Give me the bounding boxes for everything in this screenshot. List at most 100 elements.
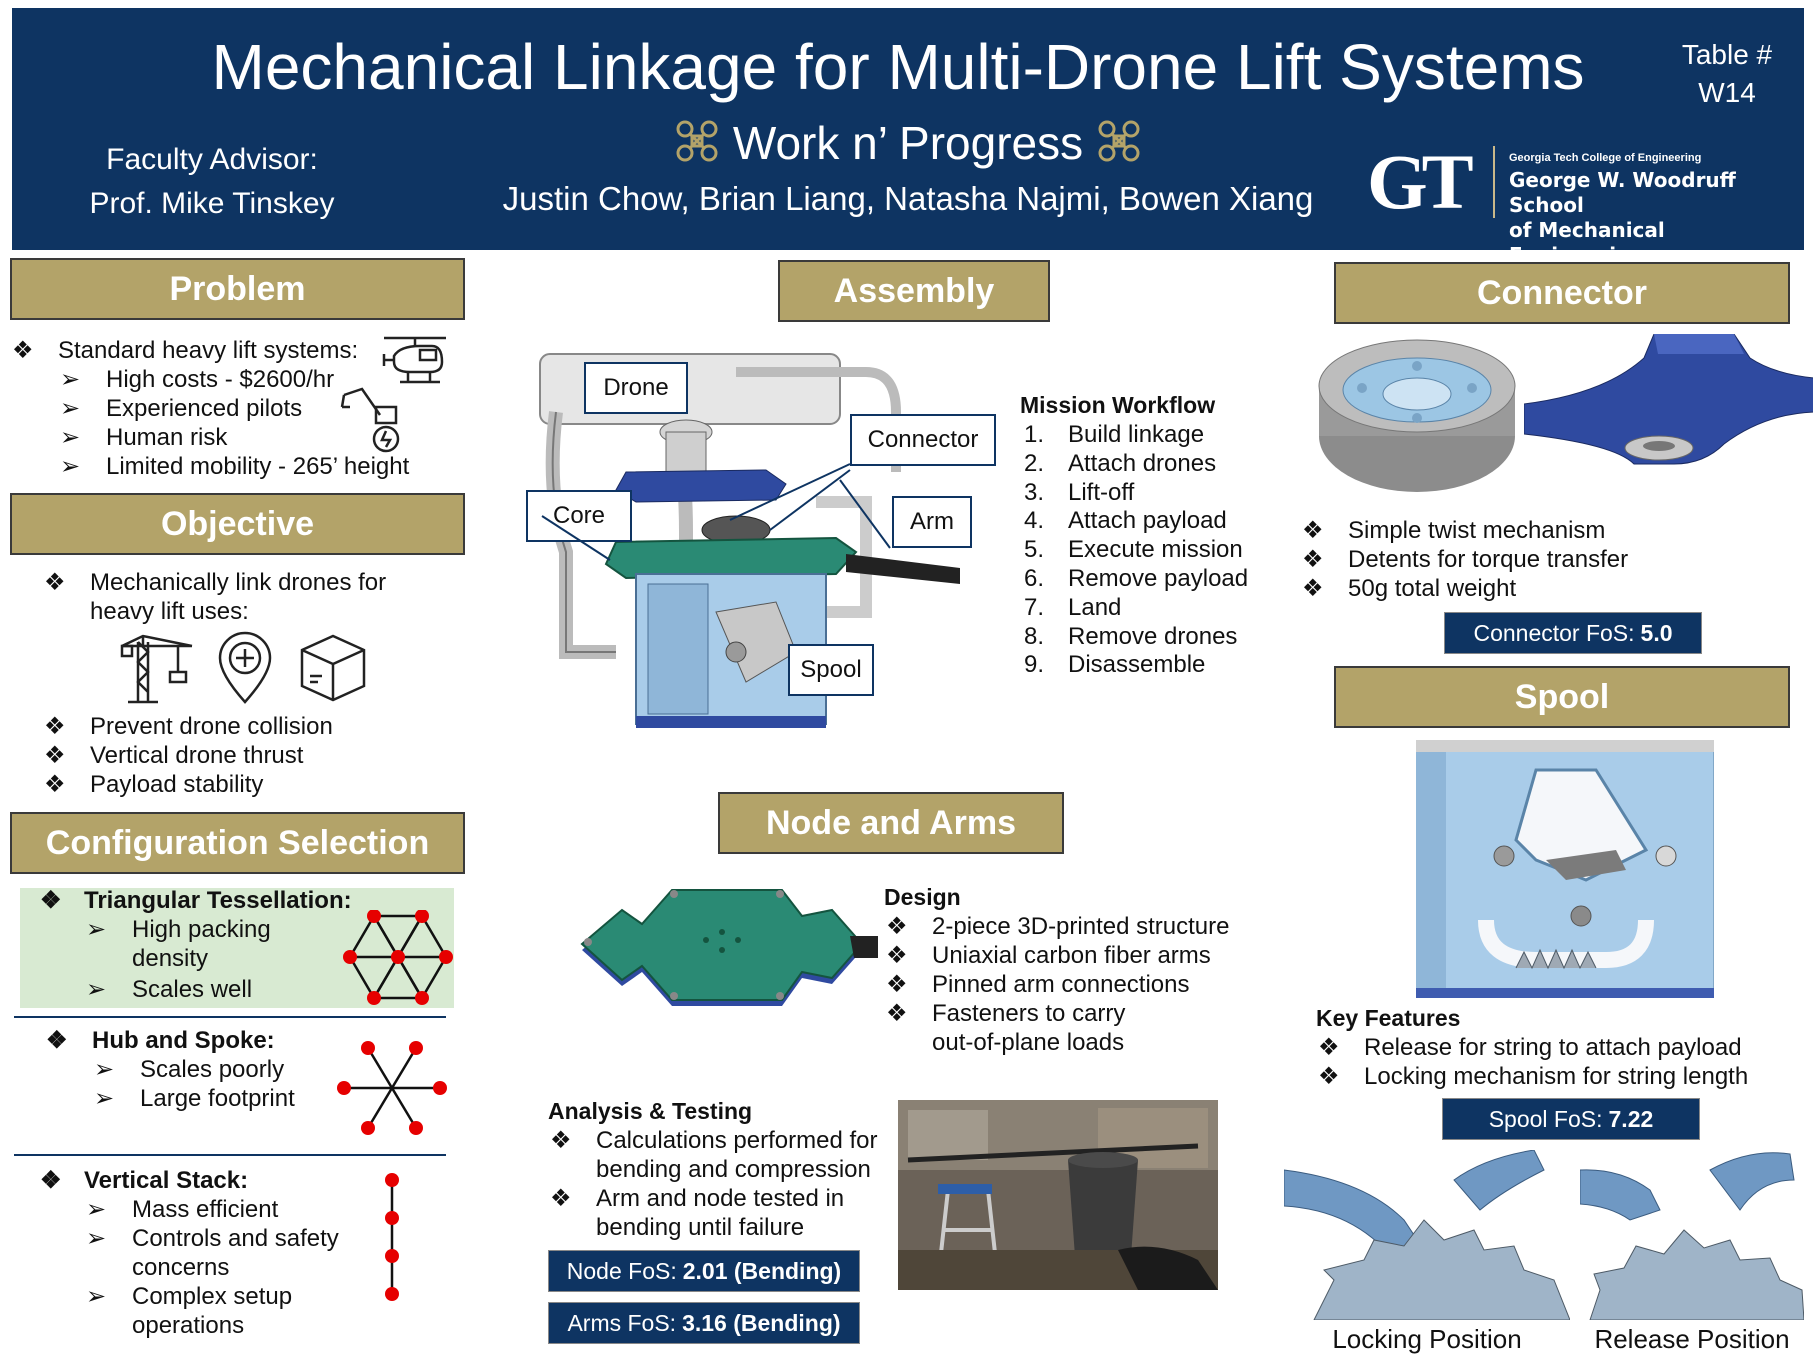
diamond-bullet-icon: ❖ xyxy=(44,771,66,798)
arrow-bullet-icon: ➢ xyxy=(86,916,107,943)
node-fos-badge: Node FoS:2.01 (Bending) xyxy=(548,1250,860,1292)
arrow-bullet-icon: ➢ xyxy=(94,1085,115,1112)
table-code: W14 xyxy=(1698,77,1756,108)
diamond-bullet-icon: ❖ xyxy=(44,713,66,740)
config-divider xyxy=(14,1016,446,1018)
workflow-step: 3.Lift-off xyxy=(1024,478,1135,506)
arrow-bullet-icon: ➢ xyxy=(60,424,81,451)
release-caption: Release Position xyxy=(1594,1324,1790,1354)
arrow-bullet-icon: ➢ xyxy=(86,1225,107,1252)
advisor-label: Faculty Advisor: xyxy=(106,143,318,176)
logo-college: Georgia Tech College of Engineering xyxy=(1509,152,1702,164)
location-plus-icon xyxy=(218,631,272,704)
diamond-bullet-icon: ❖ xyxy=(40,887,62,914)
connector-arm-render xyxy=(1524,334,1813,465)
config-divider xyxy=(14,1154,446,1156)
crane-icon xyxy=(340,387,400,453)
problem-heading: Problem xyxy=(10,258,465,320)
table-label: Table # xyxy=(1681,39,1773,70)
analysis-title: Analysis & Testing xyxy=(548,1098,753,1124)
callout-connector: Connector xyxy=(850,414,996,466)
drone-icon xyxy=(1098,120,1140,162)
authors: Justin Chow, Brian Liang, Natasha Najmi,… xyxy=(502,180,1314,217)
helicopter-icon xyxy=(382,336,446,384)
callout-drone: Drone xyxy=(584,362,688,414)
node-arms-heading: Node and Arms xyxy=(718,792,1064,854)
spool-render xyxy=(1416,740,1714,998)
arrow-bullet-icon: ➢ xyxy=(94,1056,115,1083)
locking-caption: Locking Position xyxy=(1332,1324,1522,1354)
diamond-bullet-icon: ❖ xyxy=(44,569,66,596)
workflow-step: 6.Remove payload xyxy=(1024,564,1249,592)
arrow-bullet-icon: ➢ xyxy=(86,976,107,1003)
diamond-bullet-icon: ❖ xyxy=(550,1127,572,1154)
arms-fos-badge: Arms FoS:3.16 (Bending) xyxy=(548,1302,860,1344)
arrow-bullet-icon: ➢ xyxy=(86,1196,107,1223)
triangular-highlight xyxy=(20,888,454,1008)
vertical-stack-diagram xyxy=(385,1173,399,1301)
arrow-bullet-icon: ➢ xyxy=(60,453,81,480)
workflow-list: 1.Build linkage 2.Attach drones 3.Lift-o… xyxy=(1022,421,1282,680)
workflow-title: Mission Workflow xyxy=(1020,392,1216,418)
workflow-step: 9.Disassemble xyxy=(1024,651,1206,679)
connector-fos-badge: Connector FoS:5.0 xyxy=(1444,612,1702,654)
configuration-heading: Configuration Selection xyxy=(10,812,465,874)
assembly-render xyxy=(539,353,960,728)
logo-school-line1: George W. Woodruff School xyxy=(1509,168,1736,217)
logo-divider xyxy=(1493,146,1495,218)
table-number: Table # W14 xyxy=(1667,36,1787,112)
release-position-render xyxy=(1580,1152,1804,1320)
advisor-name: Prof. Mike Tinskey xyxy=(89,187,335,220)
diamond-bullet-icon: ❖ xyxy=(44,742,66,769)
workflow-step: 7.Land xyxy=(1024,593,1122,621)
hub-and-spoke-diagram xyxy=(337,1041,447,1135)
logo-school: George W. Woodruff School of Mechanical … xyxy=(1509,168,1787,268)
workflow-step: 5.Execute mission xyxy=(1024,536,1243,564)
objective-heading: Objective xyxy=(10,493,465,555)
workflow-step: 1.Build linkage xyxy=(1024,421,1205,448)
spool-fos-badge: Spool FoS:7.22 xyxy=(1442,1098,1700,1140)
package-box-icon xyxy=(300,634,366,702)
diamond-bullet-icon: ❖ xyxy=(886,942,908,969)
arrow-bullet-icon: ➢ xyxy=(86,1283,107,1310)
tower-crane-icon xyxy=(120,634,193,704)
diamond-bullet-icon: ❖ xyxy=(40,1167,62,1194)
faculty-advisor: Faculty Advisor: Prof. Mike Tinskey xyxy=(62,138,362,226)
diamond-bullet-icon: ❖ xyxy=(1302,575,1324,602)
poster-header: Mechanical Linkage for Multi-Drone Lift … xyxy=(12,8,1804,268)
diamond-bullet-icon: ❖ xyxy=(1302,517,1324,544)
callout-arm: Arm xyxy=(892,496,972,548)
drone-icon xyxy=(676,120,718,162)
logo-school-line2: of Mechanical Engineering xyxy=(1509,218,1665,267)
diamond-bullet-icon: ❖ xyxy=(1302,546,1324,573)
test-photo xyxy=(898,1100,1218,1290)
workflow-step: 4.Attach payload xyxy=(1024,507,1227,535)
diamond-bullet-icon: ❖ xyxy=(12,337,34,364)
spool-heading: Spool xyxy=(1334,666,1790,728)
team-name: Work n’ Progress xyxy=(732,117,1084,169)
diamond-bullet-icon: ❖ xyxy=(886,1000,908,1027)
diamond-bullet-icon: ❖ xyxy=(1318,1063,1340,1090)
assembly-heading: Assembly xyxy=(778,260,1050,322)
connector-heading: Connector xyxy=(1334,262,1790,324)
callout-core: Core xyxy=(526,490,632,542)
poster-title: Mechanical Linkage for Multi-Drone Lift … xyxy=(211,31,1585,103)
connector-ring-render xyxy=(1318,339,1516,492)
triangular-tessellation-diagram xyxy=(343,910,453,1005)
team-name-row: Work n’ Progress xyxy=(12,116,1804,170)
workflow-step: 2.Attach drones xyxy=(1024,449,1217,477)
diamond-bullet-icon: ❖ xyxy=(1318,1034,1340,1061)
diamond-bullet-icon: ❖ xyxy=(550,1185,572,1212)
locking-position-render xyxy=(1284,1150,1570,1320)
design-title: Design xyxy=(884,884,961,910)
gt-logo-mark: GT xyxy=(1367,138,1474,225)
diamond-bullet-icon: ❖ xyxy=(886,913,908,940)
callout-spool: Spool xyxy=(788,644,874,696)
arrow-bullet-icon: ➢ xyxy=(60,395,81,422)
callout-leader-lines xyxy=(541,463,891,561)
diamond-bullet-icon: ❖ xyxy=(46,1027,68,1054)
node-render xyxy=(580,889,878,1006)
arrow-bullet-icon: ➢ xyxy=(60,366,81,393)
workflow-step: 8.Remove drones xyxy=(1024,622,1238,650)
gt-logo: GT Georgia Tech College of Engineering G… xyxy=(1367,138,1787,268)
